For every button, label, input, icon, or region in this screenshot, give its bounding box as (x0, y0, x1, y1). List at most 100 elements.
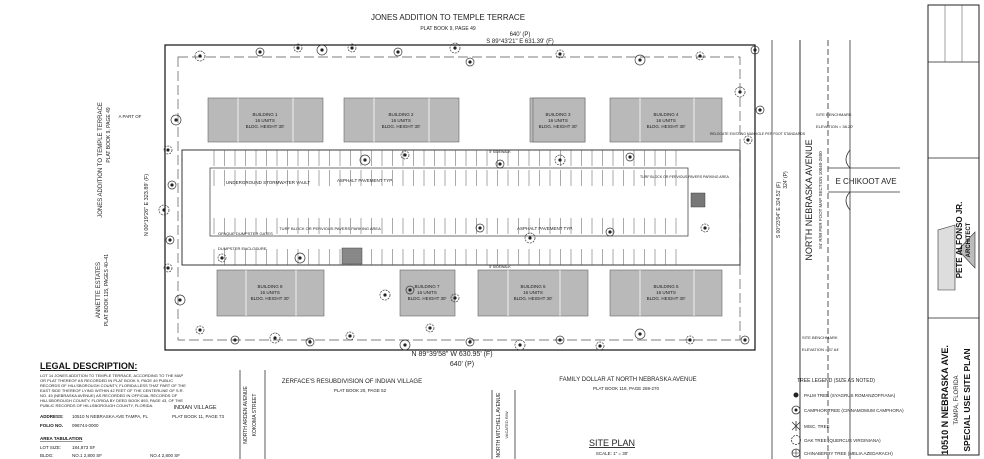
parking-stalls (213, 150, 677, 265)
building-5-units: 16 UNITS (656, 290, 676, 295)
tree-trunk-icon (738, 90, 742, 94)
building-top-4: BUILDING 4 16 UNITS BLDG. HEIGHT 30' (609, 97, 723, 143)
nebraska-avenue-label: NORTH NEBRASKA AVENUE (804, 139, 814, 260)
sheet-title: SPECIAL USE SITE PLAN (962, 348, 972, 451)
building-top-2: BUILDING 2 16 UNITS BLDG. HEIGHT 30' (343, 97, 460, 143)
building-6-height: BLDG. HEIGHT 30' (514, 296, 553, 301)
kokoma-street-label: KOKOMA STREET (252, 394, 258, 437)
tree-icon (450, 293, 460, 303)
chikoot-avenue-label: E CHIKOOT AVE (835, 177, 896, 186)
tree-trunk-icon (162, 208, 166, 212)
tree-icon (359, 154, 371, 166)
tree-icon (634, 54, 646, 66)
building-bottom-6: BUILDING 6 16 UNITS BLDG. HEIGHT 30' (477, 269, 589, 317)
benchmark-bottom: SITE BENCHMARK (802, 335, 838, 340)
west-bearing: N 00°19'26" E 323.89' (F) (144, 174, 150, 236)
building-3-units: 16 UNITS (548, 118, 568, 123)
building-bottom-8: BUILDING 8 16 UNITS BLDG. HEIGHT 30' (216, 269, 325, 317)
building-bottom-5: BUILDING 5 16 UNITS BLDG. HEIGHT 30' (609, 269, 723, 317)
tree-icon (163, 263, 173, 273)
folio-label: FOLIO NO. (40, 423, 63, 428)
west-jones-plat: PLAT BOOK 9, PAGE 49 (106, 107, 112, 163)
building-2-name: BUILDING 2 (388, 112, 414, 117)
building-1-units: 16 UNITS (255, 118, 275, 123)
tree-trunk-icon (468, 340, 472, 344)
dumpster-note: OPAQUE DUMPSTER GATES (218, 231, 273, 236)
tree-icon (634, 328, 646, 340)
tree-trunk-icon (753, 48, 757, 52)
tree-trunk-icon (703, 226, 707, 230)
tree-trunk-icon (688, 338, 692, 342)
legend-item-oak: OAK TREE (QUERCUS VIRGINIANA) (804, 438, 881, 443)
tree-icon (167, 180, 177, 190)
building-5-name: BUILDING 5 (653, 284, 679, 289)
tree-icon (465, 57, 475, 67)
tree-trunk-icon (168, 238, 172, 242)
tree-icon (555, 49, 565, 59)
tree-trunk-icon (638, 332, 642, 336)
title-block: PETE ALFONSO JR. ARCHITECT 10510 N NEBRA… (927, 4, 980, 456)
building-3-height: BLDG. HEIGHT 30' (539, 124, 578, 129)
tree-symbols (158, 42, 765, 351)
bldg-label: BLDG: (40, 453, 54, 458)
tree-trunk-icon (174, 118, 178, 122)
zerface-plat: PLAT BOOK 20, PAGE 52 (334, 388, 387, 393)
tree-icon (700, 223, 710, 233)
tree-icon (554, 154, 566, 166)
tree-icon (449, 42, 461, 54)
tree-trunk-icon (308, 340, 312, 344)
tree-trunk-icon (258, 50, 262, 54)
building-top-1: BUILDING 1 16 UNITS BLDG. HEIGHT 30' (207, 97, 324, 143)
property-boundary (164, 44, 756, 351)
building-8-units: 16 UNITS (260, 290, 280, 295)
legend-palm-icon (793, 392, 799, 398)
indian-village-plat: PLAT BOOK 11, PAGE 73 (172, 414, 224, 419)
area-heading: AREA TABULATION (40, 436, 82, 441)
building-4-height: BLDG. HEIGHT 30' (647, 124, 686, 129)
arden-avenue-label: NORTH ARDEN AVENUE (243, 386, 249, 444)
tree-trunk-icon (220, 256, 224, 260)
tree-trunk-icon (233, 338, 237, 342)
tree-icon (174, 294, 186, 306)
building-2-units: 16 UNITS (391, 118, 411, 123)
tree-trunk-icon (348, 334, 352, 338)
lot-size-value: 184,873 SF (72, 445, 96, 450)
building-4-name: BUILDING 4 (653, 112, 679, 117)
tree-trunk-icon (698, 54, 702, 58)
tree-icon (217, 253, 227, 263)
legend-misc-icon (791, 421, 801, 431)
tree-trunk-icon (350, 46, 354, 50)
legal-description-block: LEGAL DESCRIPTION: LOT 14 JONES ADDITION… (40, 361, 186, 458)
architect-title: ARCHITECT (966, 222, 972, 257)
building-8-height: BLDG. HEIGHT 30' (251, 296, 290, 301)
building-7-units: 16 UNITS (417, 290, 437, 295)
tree-icon (399, 339, 411, 351)
turf-note: TURF BLOCK OR PERVIOUS PAVERS PARKING AR… (279, 226, 381, 231)
address-label: ADDRESS: (40, 414, 64, 419)
tree-trunk-icon (498, 162, 502, 166)
tree-trunk-icon (743, 338, 747, 342)
tree-trunk-icon (170, 183, 174, 187)
tree-icon (524, 232, 536, 244)
building-6-name: BUILDING 6 (520, 284, 546, 289)
architect-name: PETE ALFONSO JR. (955, 202, 964, 279)
turf-block-area-west (341, 247, 363, 265)
tree-trunk-icon (320, 48, 324, 52)
tree-trunk-icon (638, 58, 642, 62)
tree-trunk-icon (428, 326, 432, 330)
tree-icon (750, 45, 760, 55)
indian-village-label: INDIAN VILLAGE (173, 405, 216, 411)
family-dollar-label: FAMILY DOLLAR AT NORTH NEBRASKA AVENUE (559, 377, 696, 383)
legal-body: LOT 14 JONES ADDITION TO TEMPLE TERRACE,… (40, 373, 186, 408)
building-6-units: 16 UNITS (523, 290, 543, 295)
tree-trunk-icon (478, 226, 482, 230)
tree-trunk-icon (403, 153, 407, 157)
tree-icon (230, 335, 240, 345)
project-city: TAMPA, FLORIDA (954, 375, 960, 424)
tree-icon (734, 86, 746, 98)
tree-icon (475, 223, 485, 233)
turf-block-area-east (690, 192, 706, 208)
building-3-name: BUILDING 3 (545, 112, 571, 117)
benchmark-top-elev: ELEVATION = 38.20' (816, 124, 853, 129)
bldg-row-1: NO.1 2,800 SF (72, 453, 102, 458)
